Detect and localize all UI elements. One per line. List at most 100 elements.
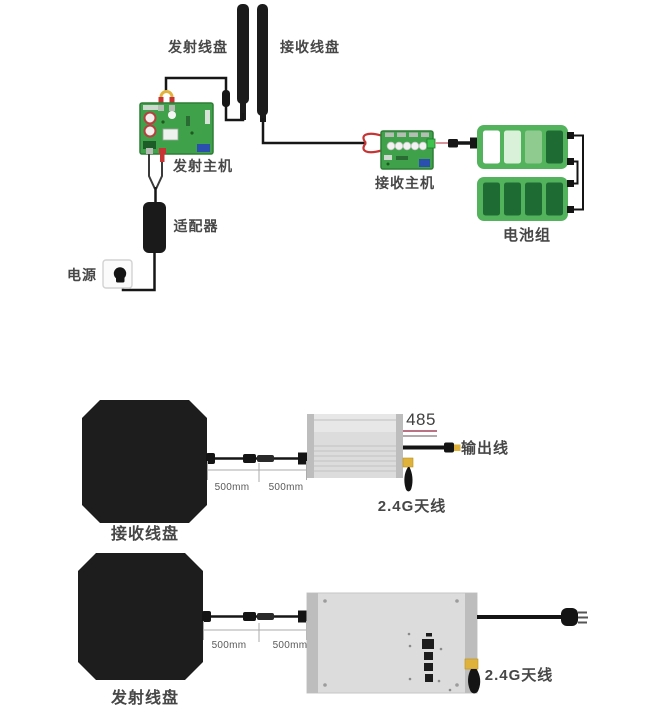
receiver-unit-box (307, 414, 403, 478)
txhost-coil-terminal-loop (159, 90, 174, 104)
label-battery-pack: 电池组 (502, 227, 552, 244)
terminal-block (143, 141, 156, 149)
enclosure-screws (323, 599, 459, 687)
label-receive-host: 接收主机 (375, 175, 435, 191)
pcb-chip (186, 116, 190, 126)
adapter-body (143, 202, 166, 253)
label-adapter: 适配器 (173, 218, 219, 234)
rxhost-terminal-loop-bottom (362, 142, 384, 154)
enclosure-fins (314, 419, 396, 472)
enclosure-end-cap-right (396, 414, 403, 478)
box-cable-entry (298, 610, 308, 623)
inline-connector (448, 139, 458, 148)
label-transmit-coil: 发射线盘 (168, 39, 228, 55)
battery-series-wire-inner (573, 160, 579, 185)
pcb-dot (161, 120, 165, 124)
cable-stub (206, 453, 215, 464)
output-connector (426, 138, 436, 149)
label-antenna-rx: 2.4G天线 (377, 498, 447, 515)
pcb-pad (146, 148, 153, 154)
pcb-pad (385, 132, 394, 137)
battery-cell (525, 130, 542, 164)
box-cable-entry (298, 452, 308, 465)
dim-label-tx-2: 500mm (272, 640, 308, 651)
label-receive-pad: 接收线盘 (110, 526, 180, 543)
antenna-tx-icon (464, 658, 481, 694)
pcb-body (139, 102, 214, 155)
pcb-pad (169, 105, 175, 111)
battery-terminal (567, 132, 574, 139)
battery-cell (546, 182, 563, 216)
receive-host-pcb (380, 130, 436, 170)
transmit-host-pcb (139, 102, 214, 155)
battery-cell (483, 130, 500, 164)
terminal-red-left (158, 97, 164, 105)
antenna-blade (404, 467, 413, 492)
antenna-blade (468, 669, 481, 694)
pcb-dot (190, 131, 194, 135)
wire-rxcoil-to-rxhost (261, 118, 366, 145)
blue-component (197, 144, 210, 152)
inline-connector-male (257, 455, 274, 462)
pcb-hole (168, 111, 176, 119)
capacitor (386, 141, 396, 151)
pcb-dot (386, 162, 390, 166)
battery-cell (546, 130, 563, 164)
battery-terminal (567, 158, 574, 165)
pcb-pad (158, 105, 164, 111)
inline-connector-male (257, 613, 274, 620)
battery-cell (483, 182, 500, 216)
receive-coil-pad (82, 400, 207, 523)
transmitter-unit-box (306, 592, 478, 694)
inline-connector-female (243, 454, 256, 463)
battery-terminal (567, 180, 574, 187)
dim-label-tx-1: 500mm (211, 640, 247, 651)
sma-connector (464, 658, 479, 670)
pcb-pad (384, 155, 392, 160)
dim-label-rx-2: 500mm (268, 482, 304, 493)
dimension-lines-rx (207, 461, 307, 482)
receive-coil-bar (257, 4, 268, 122)
dimension-lines-tx (203, 621, 307, 642)
battery-cell (504, 130, 521, 164)
cable-stub (202, 611, 211, 622)
terminal-red-right (169, 97, 175, 105)
wire-red-tip (160, 154, 165, 162)
small-screw-dots (407, 632, 452, 692)
power-outlet (102, 259, 133, 289)
label-transmit-pad: 发射线盘 (110, 690, 180, 707)
rxhost-terminal-loop-top (362, 132, 384, 144)
capacitor (402, 141, 412, 151)
capacitor (410, 141, 420, 151)
battery-cell (525, 182, 542, 216)
plug-stem (116, 276, 125, 283)
output-connector-tip (454, 444, 461, 451)
wire-txhost-to-adapter-left (148, 154, 156, 190)
output-connector-body (444, 442, 454, 453)
battery-series-wire-outer (573, 134, 584, 211)
capacitor (143, 111, 157, 125)
label-antenna-tx: 2.4G天线 (484, 667, 554, 684)
pcb-chip (396, 156, 408, 160)
battery-input-nub (470, 137, 477, 149)
blue-component (419, 159, 430, 167)
pcb-pad (159, 148, 166, 154)
pcb-pad (409, 132, 418, 137)
label-transmit-host: 发射主机 (173, 158, 233, 174)
pcb-connector (205, 110, 210, 124)
inline-connector-female (243, 612, 256, 621)
label-power: 电源 (67, 267, 97, 283)
pcb-pad (421, 132, 429, 137)
capacitor (418, 141, 428, 151)
enclosure-end-cap-left (307, 414, 314, 478)
enclosure-top-face (307, 414, 403, 432)
capacitor (143, 124, 157, 138)
battery-terminal (567, 206, 574, 213)
relay (162, 128, 179, 141)
pcb-pad (397, 132, 406, 137)
dim-label-rx-1: 500mm (214, 482, 250, 493)
enclosure-end-cap-left (307, 593, 318, 693)
battery-cell (504, 182, 521, 216)
